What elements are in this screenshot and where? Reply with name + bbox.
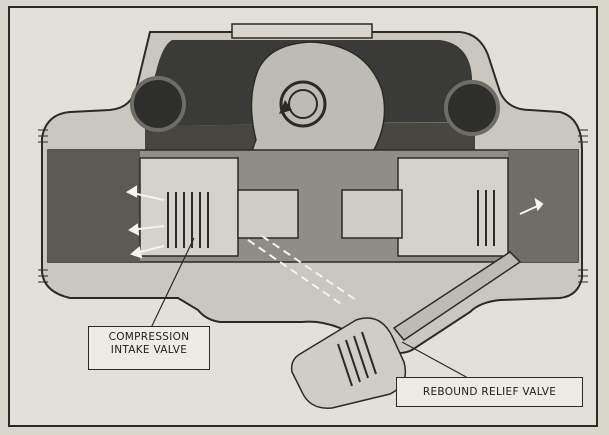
circular-arrow-icon bbox=[279, 80, 327, 128]
rebound-label-text: REBOUND RELIEF VALVE bbox=[422, 386, 557, 398]
compression-leader-line bbox=[149, 237, 195, 331]
rebound-relief-valve-label: REBOUND RELIEF VALVE bbox=[396, 377, 583, 407]
right-piston-rod bbox=[341, 189, 403, 239]
rebound-leader-line bbox=[401, 341, 469, 379]
left-threads bbox=[38, 129, 48, 283]
top-cap bbox=[231, 23, 373, 39]
cylinder-left-end bbox=[48, 150, 140, 262]
right-threads bbox=[578, 129, 588, 283]
cylinder-right-end bbox=[508, 150, 578, 262]
mount-hole-right bbox=[444, 80, 500, 136]
right-valve-spring bbox=[477, 190, 495, 246]
flow-arrows bbox=[125, 185, 544, 307]
rebound-relief-valve-body bbox=[290, 317, 407, 409]
left-piston-rod bbox=[237, 189, 299, 239]
left-piston bbox=[139, 157, 239, 257]
rebound-relief-valve-spring bbox=[337, 331, 377, 387]
compression-label-line1: COMPRESSION bbox=[108, 331, 190, 343]
compression-intake-valve-spring bbox=[167, 192, 209, 248]
compression-label-line2: INTAKE VALVE bbox=[110, 344, 188, 356]
relief-passage bbox=[392, 251, 522, 341]
mount-hole-left bbox=[130, 76, 186, 132]
right-piston bbox=[397, 157, 509, 257]
compression-intake-valve-label: COMPRESSION INTAKE VALVE bbox=[88, 326, 210, 370]
